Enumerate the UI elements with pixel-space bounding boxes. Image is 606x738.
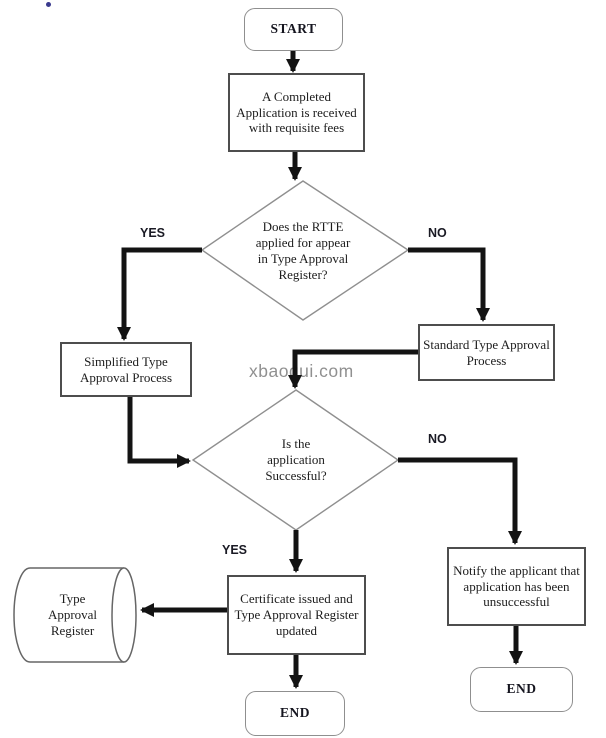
edge-no-to-standard	[408, 247, 490, 322]
node-certificate-issued: Certificate issued and Type Approval Reg…	[227, 575, 366, 655]
node-notify-unsuccessful: Notify the applicant that application ha…	[447, 547, 586, 626]
label-no-rtte: NO	[428, 226, 447, 240]
node-rtte-decision-label: Does the RTTE applied for appear in Type…	[255, 219, 351, 282]
node-register-label: Type Approval Register	[47, 591, 98, 638]
node-end-right: END	[470, 667, 573, 712]
diamond-rtte-decision	[200, 180, 410, 321]
node-standard-process: Standard Type Approval Process	[418, 324, 555, 381]
cylinder-type-approval-register	[13, 567, 137, 663]
edge-standard-to-success	[288, 349, 418, 389]
node-start: START	[244, 8, 343, 51]
node-simplified-process: Simplified Type Approval Process	[60, 342, 192, 397]
node-success-decision-label: Is the application Successful?	[265, 436, 327, 483]
label-yes-rtte: YES	[140, 226, 166, 240]
arrows	[117, 50, 523, 689]
edge-simplified-to-success	[127, 397, 191, 468]
watermark: xbaoqui.com	[249, 361, 354, 381]
edge-no-to-notify	[398, 457, 522, 545]
stray-ink-dot	[46, 2, 51, 7]
node-end-main: END	[245, 691, 345, 736]
node-application-received: A Completed Application is received with…	[228, 73, 365, 152]
label-no-success: NO	[428, 432, 447, 446]
label-yes-success: YES	[222, 543, 248, 557]
edge-yes-to-simplified	[117, 247, 202, 341]
